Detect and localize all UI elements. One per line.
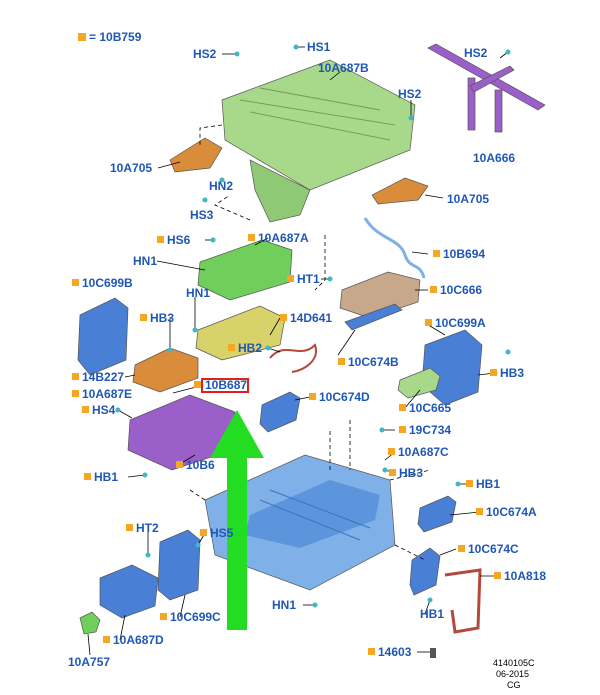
footer-line2: 06-2015: [496, 669, 529, 679]
callout-hb3: HB3: [150, 311, 174, 325]
callout-10a705: 10A705: [110, 161, 152, 175]
callout-hs2: HS2: [464, 46, 488, 60]
callout-10c674a: 10C674A: [486, 505, 537, 519]
callout-hs1: HS1: [307, 40, 331, 54]
battery-tray-part: [204, 454, 396, 591]
fasteners: [115, 44, 511, 608]
rail-10c674b-part: [344, 303, 403, 331]
legend-square-icon: [78, 33, 86, 41]
bracket-10c674d-part: [259, 391, 301, 433]
tray-10a687a-part: [197, 239, 293, 301]
bracket-10c674a-part: [417, 495, 457, 533]
assembly-lines: [189, 124, 431, 561]
legend-text: = 10B759: [89, 30, 142, 44]
callout-hn1: HN1: [186, 286, 210, 300]
bracket-10a705-left-part: [169, 137, 223, 173]
callout-10a757: 10A757: [68, 655, 110, 669]
callout-hb3: HB3: [399, 466, 423, 480]
clip-10a757-part: [79, 611, 101, 635]
footer: 4140105C 06-2015 CG: [493, 658, 535, 690]
callout-10b687: 10B687: [205, 378, 247, 392]
legend: = 10B759: [78, 30, 142, 44]
callout-10c674b: 10C674B: [348, 355, 399, 369]
bracket-10a705-right-part: [371, 177, 429, 205]
callout-10c674c: 10C674C: [468, 542, 519, 556]
bracket-10c699c-part: [157, 529, 201, 601]
callout-hs6: HS6: [167, 233, 191, 247]
callout-labels: HS2 HS1 10A687B HS2 HS2 10A705 HN2 HS3 1…: [68, 40, 546, 669]
highlight-box: [201, 378, 249, 393]
bracket-10c699a-part: [421, 329, 483, 406]
callout-10a666: 10A666: [473, 151, 515, 165]
cable-10b694-part: [363, 217, 426, 279]
callout-ht1: HT1: [297, 272, 320, 286]
module-10c666-part: [339, 271, 421, 319]
callout-hb3: HB3: [500, 366, 524, 380]
module-10b6-part: [127, 394, 236, 471]
bracket-10c674c-part: [409, 547, 441, 596]
callout-14d641: 14D641: [290, 311, 332, 325]
callout-14b227: 14B227: [82, 370, 124, 384]
callout-10a818: 10A818: [504, 569, 546, 583]
callout-hn1: HN1: [133, 254, 157, 268]
harness-14d641-part: [269, 343, 317, 373]
pipe-10a818-part: [444, 568, 482, 634]
tray-yellow-part: [195, 305, 286, 361]
callout-10a687b: 10A687B: [318, 61, 369, 75]
callout-10a705: 10A705: [447, 192, 489, 206]
frame-10a666-part: [427, 43, 546, 133]
callout-10c699b: 10C699B: [82, 276, 133, 290]
module-10c665-part: [397, 367, 441, 399]
callout-10b6: 10B6: [186, 458, 215, 472]
callout-hs3: HS3: [190, 208, 214, 222]
callout-hb2: HB2: [238, 341, 262, 355]
callout-10b694: 10B694: [443, 247, 485, 261]
callout-hb1: HB1: [420, 607, 444, 621]
callout-hb1: HB1: [476, 477, 500, 491]
callout-10c665: 10C665: [409, 401, 451, 415]
bolt-14603-part: [430, 648, 436, 658]
callout-hs4: HS4: [92, 403, 116, 417]
callout-14603: 14603: [378, 645, 412, 659]
callout-10a687c: 10A687C: [398, 445, 449, 459]
bracket-10c699b-part: [77, 297, 129, 376]
callout-10c674d: 10C674D: [319, 390, 370, 404]
module-14b227-part: [132, 347, 199, 393]
callout-hn1: HN1: [272, 598, 296, 612]
callout-hs5: HS5: [210, 526, 234, 540]
callout-10a687a: 10A687A: [258, 231, 309, 245]
callout-10a687d: 10A687D: [113, 633, 164, 647]
callout-hb1: HB1: [94, 470, 118, 484]
callout-10c699c: 10C699C: [170, 610, 221, 624]
footer-line3: CG: [507, 680, 521, 690]
callout-hs2: HS2: [193, 47, 217, 61]
callout-10c666: 10C666: [440, 283, 482, 297]
tray-10a687b-part: [221, 59, 416, 223]
callout-19c734: 19C734: [409, 423, 451, 437]
pointer-arrow-icon: [210, 410, 264, 630]
callout-ht2: HT2: [136, 521, 159, 535]
footer-line1: 4140105C: [493, 658, 535, 668]
bracket-10a687d-part: [99, 564, 159, 619]
callout-hs2: HS2: [398, 87, 422, 101]
callout-hn2: HN2: [209, 179, 233, 193]
callout-10c699a: 10C699A: [435, 316, 486, 330]
callout-10a687e: 10A687E: [82, 387, 132, 401]
